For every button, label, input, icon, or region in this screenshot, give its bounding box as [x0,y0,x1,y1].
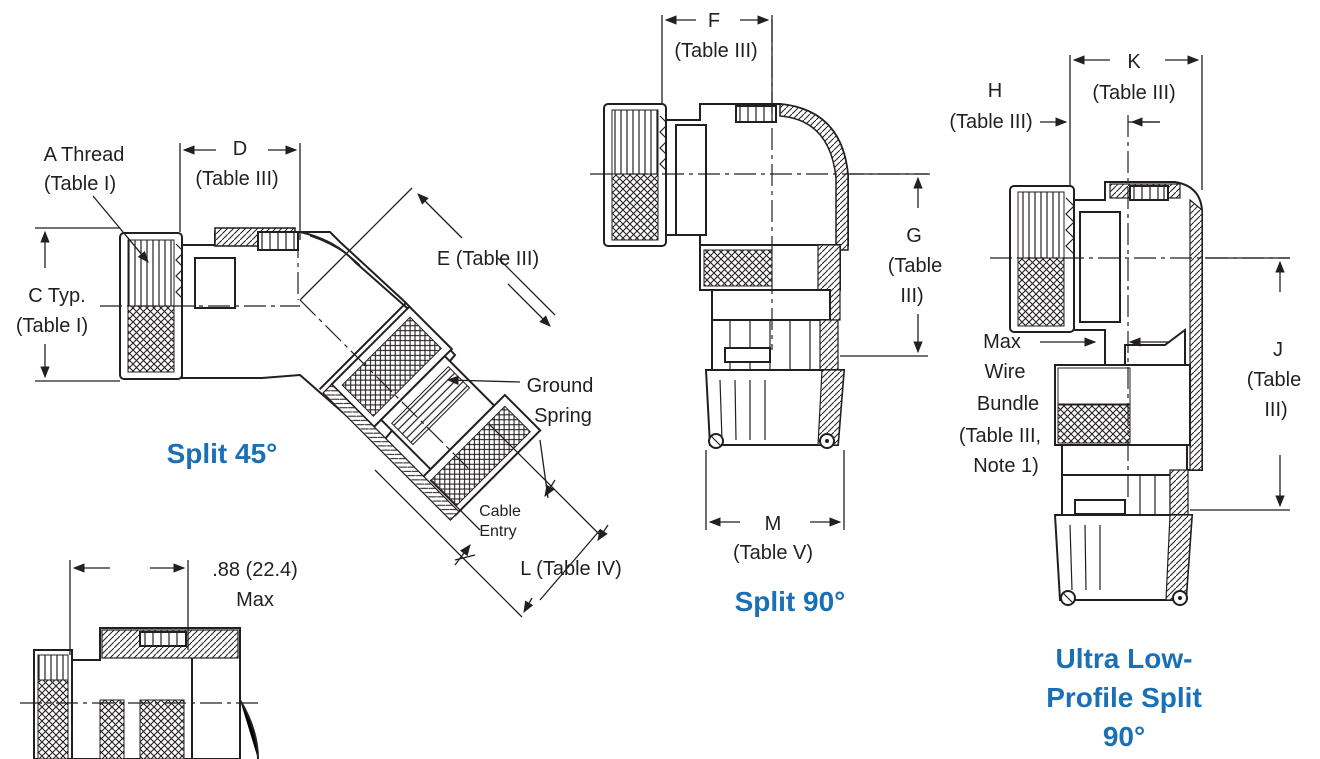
split-90-dimensions [661,15,928,530]
split-45-labels: A Thread (Table I) C Typ. (Table I) D (T… [16,138,622,580]
detail-dimension-label: .88 (22.4) [212,559,298,581]
f-label: F [708,10,720,32]
d-table-label: (Table III) [195,168,278,190]
detail-max-label: Max [236,589,274,611]
spring-label: Spring [534,405,592,427]
ultra-labels: H (Table III) K (Table III) J (Table III… [949,51,1301,752]
ultra-title-line-1: Ultra Low- [1056,643,1193,674]
j-label: J [1273,339,1283,361]
detail-labels: .88 (22.4) Max [212,559,298,611]
g-label: G [906,225,922,247]
g-table-iii-label: III) [900,285,923,307]
a-thread-label: A Thread [44,144,125,166]
ultra-title-line-3: 90° [1103,721,1145,752]
k-table-label: (Table III) [1092,82,1175,104]
e-label: E (Table III) [437,248,539,270]
split-45-connector [100,227,542,522]
h-table-label: (Table III) [949,111,1032,133]
l-label: L (Table IV) [520,558,622,580]
max-label: Max [983,331,1021,353]
m-label: M [765,513,782,535]
split-90-connector [590,20,930,449]
ultra-title-line-2: Profile Split [1046,682,1202,713]
cable-label: Cable [479,503,521,520]
g-table-label: (Table [888,255,942,277]
note-label: Note 1) [973,455,1039,477]
j-table-label: (Table [1247,369,1301,391]
d-label: D [233,138,247,160]
bundle-label: Bundle [977,393,1039,415]
ultra-dimensions [1040,55,1290,511]
j-table-iii-label: III) [1264,399,1287,421]
f-table-label: (Table III) [674,40,757,62]
detail-view [20,560,260,759]
max-table-label: (Table III, [959,425,1041,447]
c-table-label: (Table I) [16,315,88,337]
entry-label: Entry [479,523,516,540]
c-typ-label: C Typ. [28,285,85,307]
split-45-title: Split 45° [167,438,278,469]
a-thread-table-label: (Table I) [44,173,116,195]
split-45-dimensions [35,143,609,618]
ultra-low-profile-connector [990,115,1290,606]
h-label: H [988,80,1002,102]
split-90-labels: F (Table III) G (Table III) M (Table V) … [674,10,942,617]
ground-label: Ground [527,375,594,397]
k-label: K [1127,51,1141,73]
m-table-label: (Table V) [733,542,813,564]
wire-label: Wire [984,361,1025,383]
split-90-title: Split 90° [735,586,846,617]
